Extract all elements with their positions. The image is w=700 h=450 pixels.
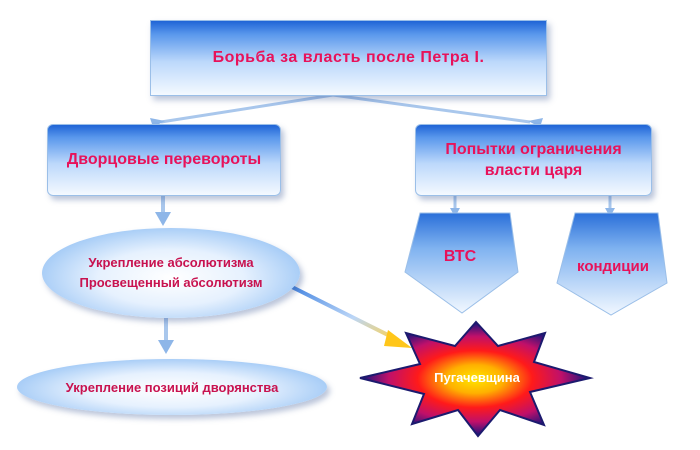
connector-absolutism-to-nobility: [158, 318, 174, 354]
power-limits-box: Попытки ограничения власти царя: [415, 124, 652, 196]
vtc-pentagon: [404, 212, 519, 314]
pugachev-label: Пугачевщина: [434, 370, 520, 385]
palace-coups-text: Дворцовые перевороты: [66, 151, 262, 168]
connector-title-to-children: [150, 93, 543, 127]
nobility-text: Укрепление позиций дворянства: [65, 379, 279, 395]
conditions-pentagon: [556, 212, 668, 316]
conditions-label: кондиции: [577, 258, 649, 275]
vtc-label: ВТС: [443, 248, 477, 265]
title-box: Борьба за власть после Петра I.: [150, 20, 547, 96]
connector-coups-to-absolutism: [155, 196, 171, 226]
title-text: Борьба за власть после Петра I.: [212, 49, 485, 66]
nobility-oval: Укрепление позиций дворянства: [17, 359, 327, 415]
absolutism-oval: Укрепление абсолютизма Просвещенный абсо…: [42, 228, 300, 318]
connector-absolutism-to-pugachev: [285, 282, 412, 348]
absolutism-line1: Укрепление абсолютизма: [88, 255, 254, 270]
power-limits-line1: Попытки ограничения: [445, 141, 622, 158]
power-limits-line2: власти царя: [484, 162, 583, 179]
pugachev-explosion: [359, 320, 594, 438]
absolutism-line2: Просвещенный абсолютизм: [79, 275, 263, 290]
palace-coups-box: Дворцовые перевороты: [47, 124, 281, 196]
